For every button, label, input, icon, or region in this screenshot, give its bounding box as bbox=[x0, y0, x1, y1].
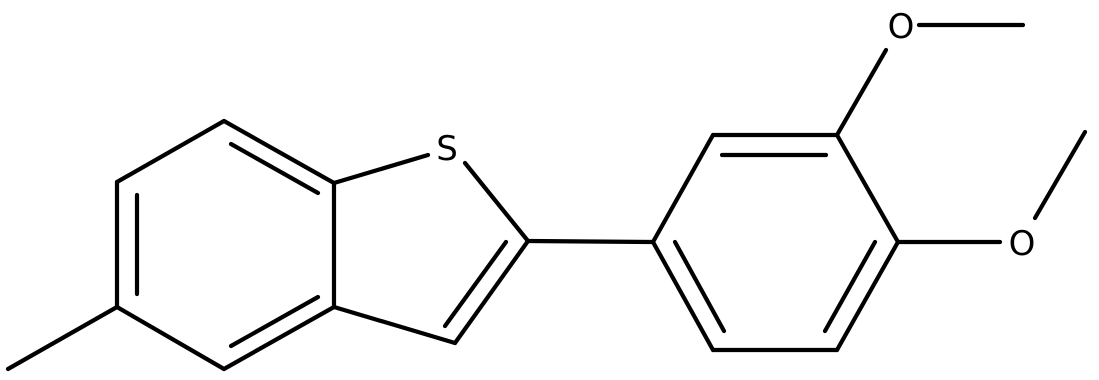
bond bbox=[462, 160, 531, 244]
bond bbox=[650, 239, 716, 353]
bond bbox=[834, 132, 901, 245]
phenyl-ring bbox=[650, 132, 901, 353]
bond bbox=[114, 118, 227, 185]
bond bbox=[221, 304, 337, 372]
methoxy-bond bbox=[834, 47, 889, 138]
thiophene-ring bbox=[331, 152, 531, 346]
bond-inner bbox=[442, 239, 509, 329]
sulfur-atom-label: S bbox=[436, 129, 458, 169]
bond-inner bbox=[822, 239, 878, 334]
bond bbox=[331, 152, 431, 186]
methyl-bond bbox=[5, 304, 120, 372]
bond-inner bbox=[228, 141, 321, 196]
bond bbox=[834, 239, 901, 353]
bond-inner bbox=[672, 239, 727, 334]
oxygen-lower-atom-label: O bbox=[1009, 224, 1036, 264]
biaryl-bond bbox=[525, 238, 656, 245]
bond bbox=[221, 118, 337, 186]
bond bbox=[331, 304, 458, 346]
benzo-ring bbox=[114, 118, 337, 372]
oxygen-upper-atom-label: O bbox=[888, 7, 915, 47]
bond-inner bbox=[228, 294, 321, 349]
bond bbox=[114, 304, 227, 372]
bond bbox=[452, 238, 531, 346]
bond bbox=[650, 132, 716, 245]
methyl-bond bbox=[1032, 129, 1088, 221]
